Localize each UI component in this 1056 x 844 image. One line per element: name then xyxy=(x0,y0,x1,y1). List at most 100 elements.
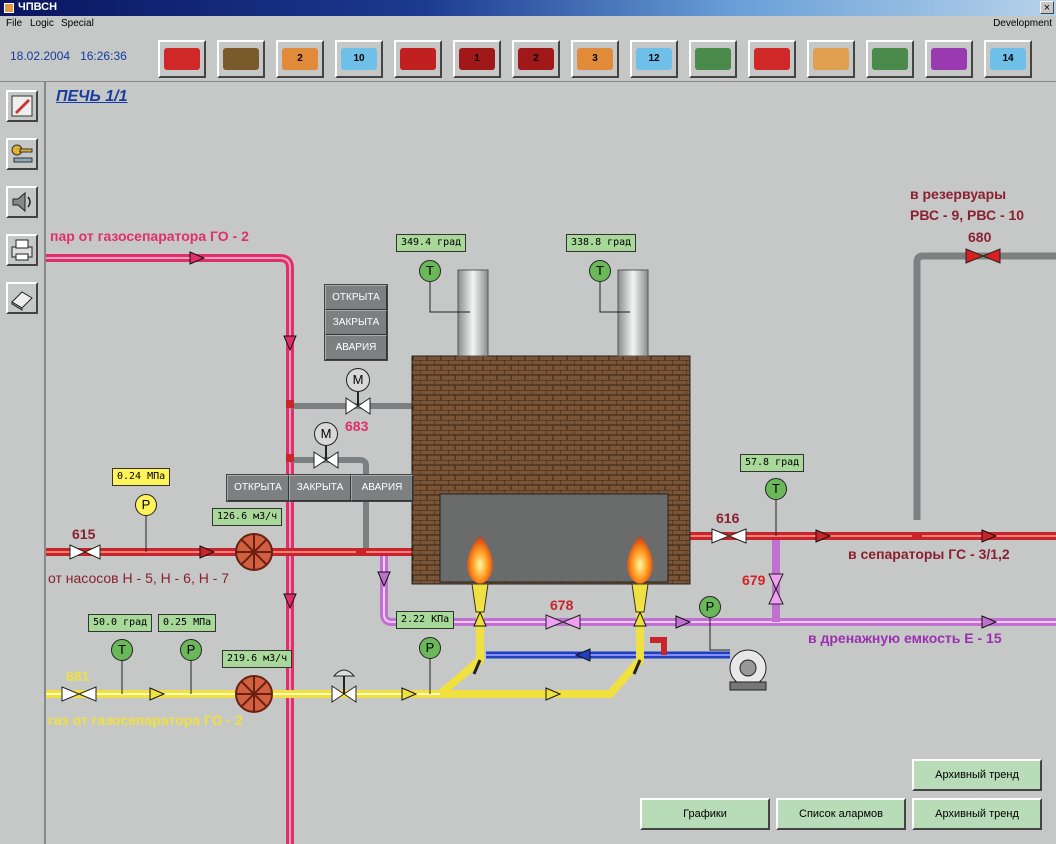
unit-button-10[interactable] xyxy=(689,40,737,78)
motor-lower-icon[interactable]: M xyxy=(314,422,338,446)
archive-trend-button[interactable]: Архивный тренд xyxy=(912,798,1042,830)
unit-button-icon: 1 xyxy=(459,48,495,70)
date-text: 18.02.2004 xyxy=(10,49,71,63)
unit-button-13[interactable] xyxy=(866,40,914,78)
unit-button-9[interactable]: 12 xyxy=(630,40,678,78)
menu-special[interactable]: Special xyxy=(61,18,94,29)
label-to-tanks-2: РВС - 9, РВС - 10 xyxy=(910,207,1025,223)
process-scheme xyxy=(46,248,1056,844)
unit-button-icon xyxy=(754,48,790,70)
unit-button-14[interactable] xyxy=(925,40,973,78)
unit-button-icon: 2 xyxy=(282,48,318,70)
press-gauge-gas[interactable]: P xyxy=(180,639,202,661)
unit-button-1[interactable] xyxy=(158,40,206,78)
readout-outlet-temp: 57.8 град xyxy=(740,454,805,472)
burner-right xyxy=(627,536,653,613)
archive-trend-button-top[interactable]: Архивный тренд xyxy=(912,759,1042,791)
unit-button-2[interactable] xyxy=(217,40,265,78)
status-open: ОТКРЫТА xyxy=(227,475,289,501)
motor-683-icon[interactable]: M xyxy=(346,368,370,392)
unit-button-8[interactable]: 3 xyxy=(571,40,619,78)
unit-button-15[interactable]: 14 xyxy=(984,40,1032,78)
unit-button-icon xyxy=(695,48,731,70)
label-steam-from: пар от газосепаратора ГО - 2 xyxy=(50,228,249,244)
label-to-separators: в сепараторы ГС - 3/1,2 xyxy=(848,546,1010,562)
instrument-leaders xyxy=(121,282,777,694)
unit-button-icon xyxy=(872,48,908,70)
motor-valve-683[interactable] xyxy=(345,392,371,415)
flowmeter-gas[interactable] xyxy=(235,675,273,713)
valve-616[interactable] xyxy=(711,528,747,544)
status-alarm: АВАРИЯ xyxy=(325,335,387,360)
temp-gauge-outlet[interactable]: T xyxy=(765,478,787,500)
motor-valve-lower[interactable] xyxy=(313,446,339,469)
valve-number-681: 681 xyxy=(66,668,90,684)
unit-button-5[interactable] xyxy=(394,40,442,78)
close-button[interactable]: × xyxy=(1040,1,1054,14)
unit-button-11[interactable] xyxy=(748,40,796,78)
window-title: ЧПВСН xyxy=(18,1,58,13)
app-icon xyxy=(4,3,14,13)
valve-number-683: 683 xyxy=(345,418,369,434)
charts-button[interactable]: Графики xyxy=(640,798,770,830)
label-gas-from: газ от газосепаратора ГО - 2 xyxy=(48,712,243,728)
valve-number-680: 680 xyxy=(968,229,992,245)
speaker-icon[interactable] xyxy=(6,186,38,218)
status-closed: ЗАКРЫТА xyxy=(325,310,387,335)
valve-681[interactable] xyxy=(61,686,97,702)
readout-inlet-pressure: 0.24 МПа xyxy=(112,468,171,486)
burner-left xyxy=(467,536,493,613)
keys-icon[interactable] xyxy=(6,138,38,170)
gas-control-valve[interactable] xyxy=(331,669,357,703)
temp-gauge-stack1[interactable]: T xyxy=(419,260,441,282)
label-to-drain: в дренажную емкость Е - 15 xyxy=(808,630,1002,646)
lower-valve-status: ОТКРЫТА ЗАКРЫТА АВАРИЯ xyxy=(226,474,414,502)
menu-file[interactable]: File xyxy=(6,18,23,29)
menu-bar: File Logic Special Development xyxy=(0,16,1056,32)
unit-button-7[interactable]: 2 xyxy=(512,40,560,78)
unit-button-icon xyxy=(813,48,849,70)
edit-icon[interactable] xyxy=(6,90,38,122)
unit-button-4[interactable]: 10 xyxy=(335,40,383,78)
readout-stack1-temp: 349.4 град xyxy=(396,234,467,252)
unit-button-icon: 12 xyxy=(636,48,672,70)
readout-inlet-flow: 126.6 м3/ч xyxy=(212,508,283,526)
steam-line xyxy=(46,251,297,844)
readout-gas-pressure: 0.25 МПа xyxy=(158,614,217,632)
press-gauge-burner[interactable]: P xyxy=(419,637,441,659)
printer-icon[interactable] xyxy=(6,234,38,266)
temp-gauge-stack2[interactable]: T xyxy=(589,260,611,282)
unit-button-icon: 3 xyxy=(577,48,613,70)
valve-678[interactable] xyxy=(545,614,581,630)
label-from-pumps: от насосов Н - 5, Н - 6, Н - 7 xyxy=(48,570,230,586)
valve-679[interactable] xyxy=(768,573,784,605)
temp-gauge-gas[interactable]: T xyxy=(111,639,133,661)
valve-683-status: ОТКРЫТА ЗАКРЫТА АВАРИЯ xyxy=(324,284,388,361)
valve-number-678: 678 xyxy=(550,597,574,613)
status-closed: ЗАКРЫТА xyxy=(289,475,351,501)
valve-615[interactable] xyxy=(69,544,101,560)
menu-logic[interactable]: Logic xyxy=(30,18,54,29)
unit-button-icon: 2 xyxy=(518,48,554,70)
unit-button-icon xyxy=(400,48,436,70)
unit-button-12[interactable] xyxy=(807,40,855,78)
status-open: ОТКРЫТА xyxy=(325,285,387,310)
flowmeter-product[interactable] xyxy=(235,533,273,571)
menu-development[interactable]: Development xyxy=(993,18,1052,29)
furnace xyxy=(411,269,691,585)
unit-button-6[interactable]: 1 xyxy=(453,40,501,78)
readout-burner-pressure: 2.22 КПа xyxy=(396,611,455,629)
valve-number-615: 615 xyxy=(72,526,96,542)
valve-680[interactable] xyxy=(965,248,1001,264)
label-to-tanks-1: в резервуары xyxy=(910,186,1007,202)
press-gauge-inlet[interactable]: P xyxy=(135,494,157,516)
page-title: ПЕЧЬ 1/1 xyxy=(56,88,128,105)
press-gauge-pump[interactable]: P xyxy=(699,596,721,618)
valve-number-616: 616 xyxy=(716,510,740,526)
eraser-icon[interactable] xyxy=(6,282,38,314)
product-line xyxy=(46,529,1056,559)
unit-button-3[interactable]: 2 xyxy=(276,40,324,78)
pump[interactable] xyxy=(729,649,767,691)
unit-button-icon xyxy=(223,48,259,70)
alarm-list-button[interactable]: Список алармов xyxy=(776,798,906,830)
